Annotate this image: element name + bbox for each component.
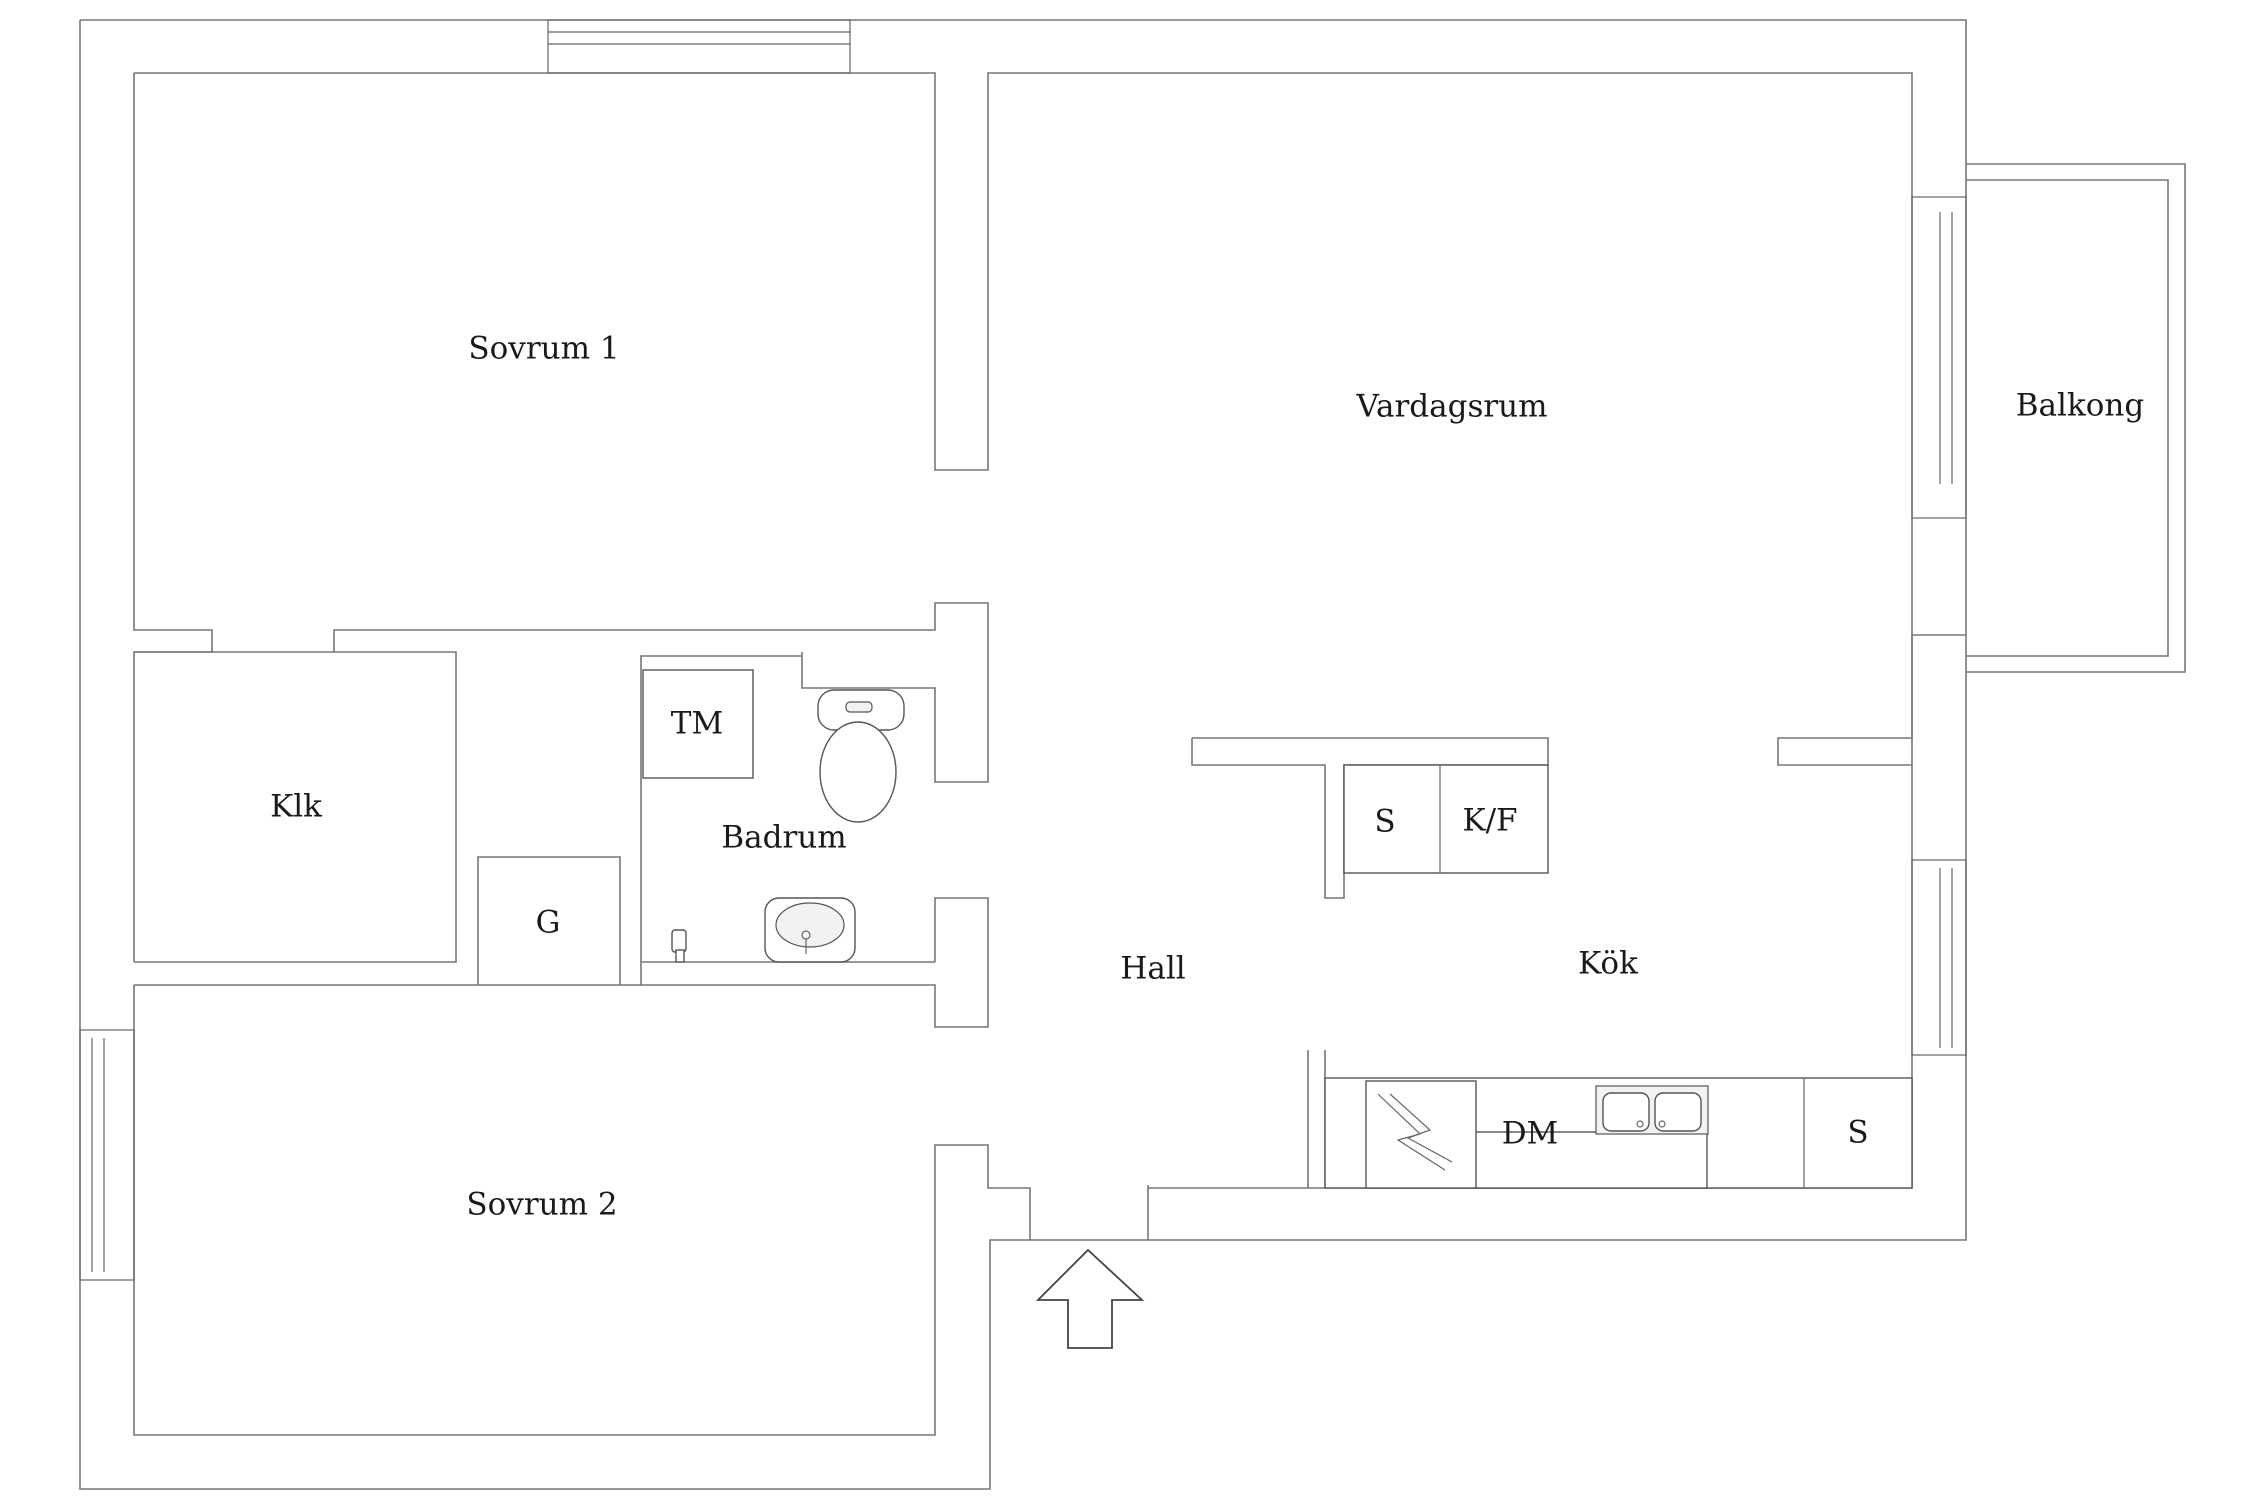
double-sink-icon [1595, 1085, 1709, 1135]
label-sovrum2: Sovrum 2 [466, 1187, 617, 1223]
label-sovrum1: Sovrum 1 [468, 331, 619, 367]
fridge-units [1343, 764, 1549, 874]
entrance-arrow-icon [1035, 1248, 1145, 1349]
balcony [1911, 163, 2186, 673]
label-badrum: Badrum [721, 820, 846, 856]
sovrum2-window [79, 1029, 135, 1281]
label-s-upper: S [1374, 804, 1395, 840]
label-balkong: Balkong [2016, 388, 2144, 424]
label-kok: Kök [1578, 946, 1638, 982]
label-hall: Hall [1120, 951, 1185, 987]
tap-icon [671, 929, 687, 963]
label-g: G [536, 905, 561, 941]
toilet-icon [817, 689, 905, 823]
label-kf: K/F [1462, 803, 1517, 839]
outer-walls [79, 19, 1967, 1490]
kitchen-window [1911, 859, 1967, 1056]
label-tm: TM [671, 706, 723, 742]
label-vardagsrum: Vardagsrum [1355, 389, 1547, 425]
washbasin-icon [764, 897, 856, 963]
interior-walls [133, 73, 1966, 1436]
label-dm: DM [1502, 1116, 1559, 1152]
label-klk: Klk [270, 789, 322, 825]
label-s-lower: S [1847, 1115, 1868, 1151]
washing-machine [642, 669, 754, 779]
room-labels: Sovrum 1 Vardagsrum Balkong Klk TM Badru… [270, 331, 2144, 1223]
stove-icon [1365, 1080, 1477, 1189]
